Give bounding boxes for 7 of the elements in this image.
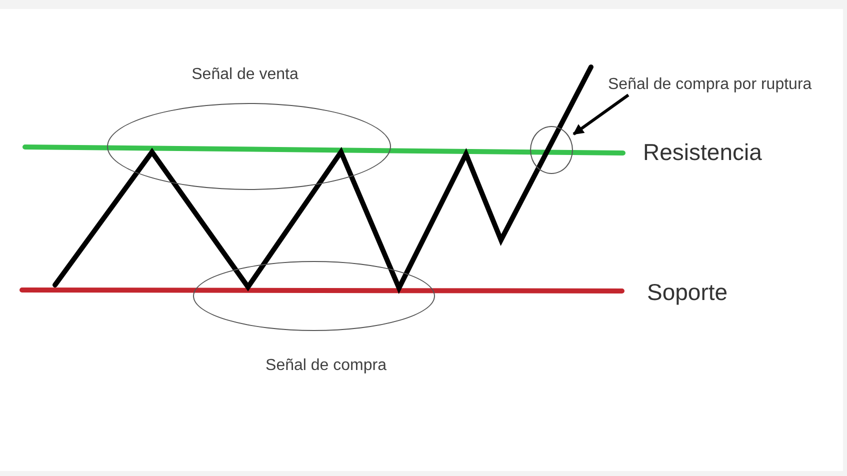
callout-text: Señal de compra por ruptura <box>608 76 812 94</box>
circle-outline <box>530 126 573 174</box>
signal-label: Señal de compra <box>266 357 386 375</box>
leader-arrow <box>572 94 630 136</box>
line-label: Resistencia <box>643 139 762 165</box>
line-label: Soporte <box>647 279 728 305</box>
signal-label: Señal de venta <box>192 66 298 84</box>
